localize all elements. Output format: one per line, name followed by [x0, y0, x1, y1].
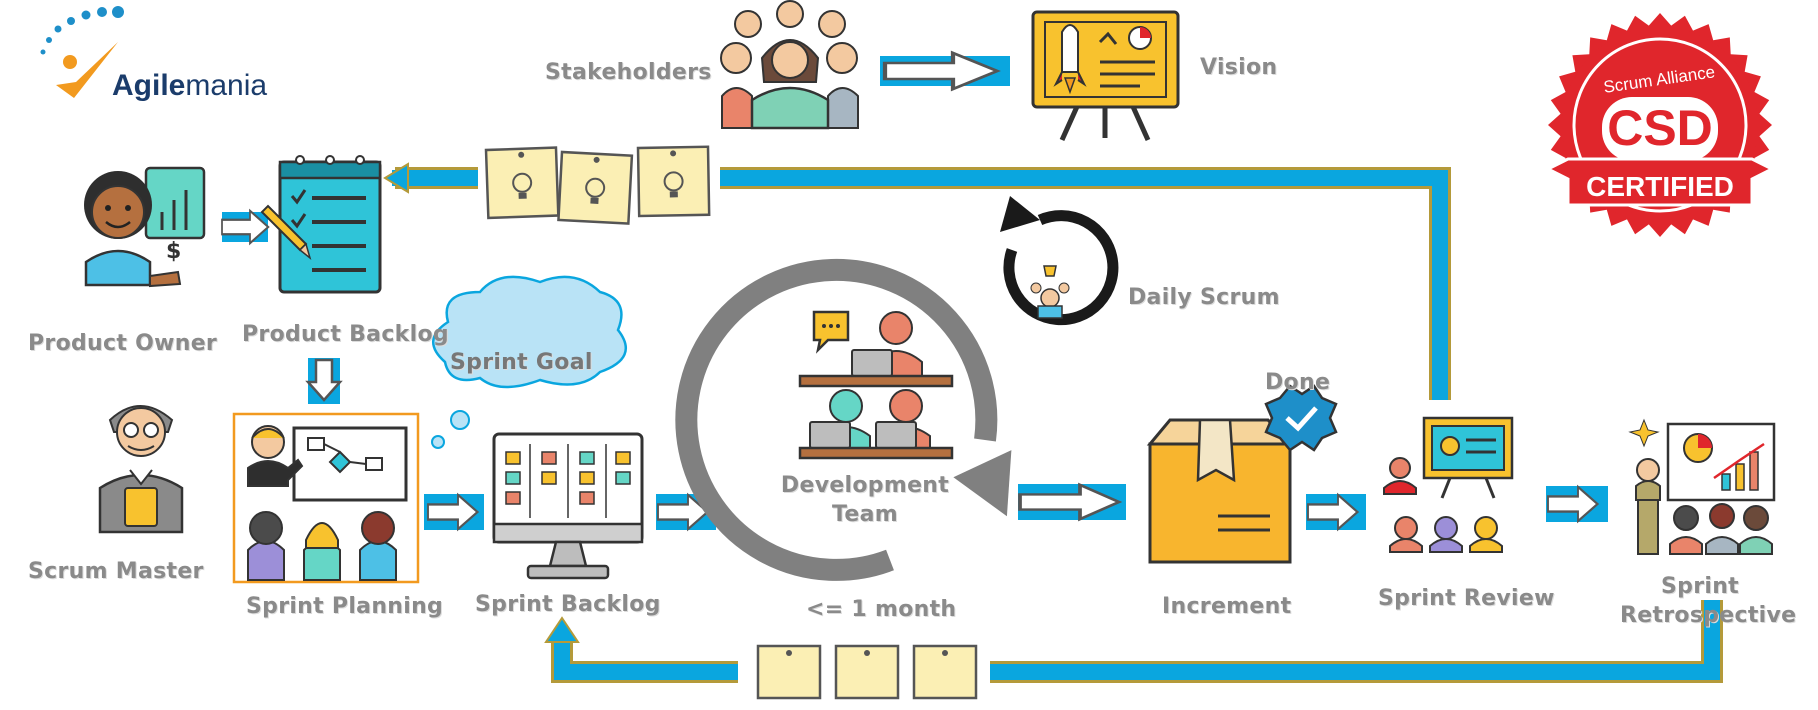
daily-scrum-cycle-icon [1000, 196, 1119, 326]
done-label: Done [1265, 370, 1331, 395]
svg-text:CERTIFIED: CERTIFIED [1586, 171, 1734, 202]
sprint-goal-label: Sprint Goal [450, 350, 593, 375]
sprint-retrospective-label-line2: Retrospective [1620, 603, 1797, 628]
arrow-backlog-to-planning [305, 358, 343, 402]
sticky-notes-top [484, 145, 711, 225]
development-team-label-line2: Team [832, 502, 898, 527]
stakeholders-group-icon [720, 0, 859, 130]
svg-text:$: $ [166, 239, 181, 264]
box-done-icon [1146, 384, 1338, 564]
stakeholders-label: Stakeholders [545, 60, 712, 85]
sprint-retrospective-label-line1: Sprint [1661, 574, 1739, 599]
daily-scrum-label: Daily Scrum [1128, 285, 1280, 310]
sprint-backlog-label: Sprint Backlog [475, 592, 661, 617]
product-backlog-label: Product Backlog [242, 322, 449, 347]
kanban-monitor-icon [492, 432, 644, 580]
timebox-label: <= 1 month [806, 597, 957, 622]
sprint-planning-label: Sprint Planning [246, 594, 444, 619]
retrospective-icon [1628, 418, 1776, 555]
vision-label: Vision [1200, 55, 1278, 80]
development-team-icon [798, 310, 954, 460]
product-owner-icon: $ [84, 166, 206, 288]
csd-certified-badge: Scrum Alliance CSD CERTIFIED [1544, 13, 1776, 237]
scrum-master-label: Scrum Master [28, 559, 204, 584]
svg-text:CSD: CSD [1607, 100, 1713, 156]
notepad-checklist-icon [260, 155, 382, 294]
scrum-master-icon [98, 405, 184, 534]
sprint-review-icon [1383, 416, 1514, 553]
sprint-cycle-icon [675, 258, 1012, 581]
sprint-goal-cloud [431, 275, 628, 449]
flow-lines [383, 162, 1723, 683]
sprint-planning-icon [232, 412, 420, 584]
brand-name: Agilemania [112, 69, 267, 102]
product-owner-label: Product Owner [28, 331, 218, 356]
vision-easel-icon [1031, 10, 1180, 142]
sprint-review-label: Sprint Review [1378, 586, 1555, 611]
sticky-notes-bottom [756, 644, 978, 700]
agilemania-logo-icon [40, 6, 124, 98]
increment-label: Increment [1162, 594, 1292, 619]
development-team-label-line1: Development [780, 473, 950, 498]
